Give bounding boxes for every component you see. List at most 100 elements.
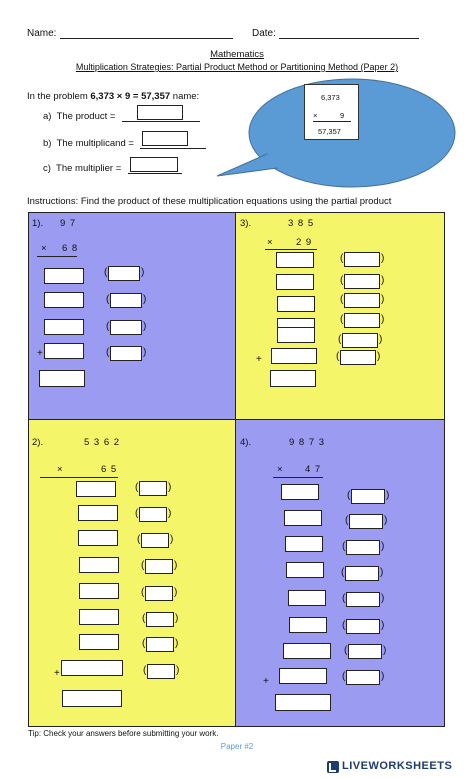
problem-3-breakdown-box-open-paren: ( <box>340 253 344 264</box>
name-field-line[interactable] <box>60 38 233 39</box>
problem-1-partial-box[interactable] <box>44 268 84 284</box>
problem-3-rule <box>265 249 317 250</box>
problem-1-breakdown-box[interactable] <box>110 346 142 361</box>
problem-2-breakdown-box-close-paren: ) <box>168 508 172 519</box>
problem-4-partial-box[interactable] <box>286 562 324 578</box>
problem-2-breakdown-box[interactable] <box>147 664 175 679</box>
problem-3-total-box[interactable] <box>270 370 316 387</box>
problem-2-breakdown-box[interactable] <box>146 612 174 627</box>
problem-4-partial-box[interactable] <box>279 668 327 684</box>
problem-1-breakdown-box-close-paren: ) <box>143 347 147 358</box>
problem-4-total-box[interactable] <box>275 694 331 711</box>
intro-sentence: In the problem 6,373 × 9 = 57,357 name: <box>27 91 199 102</box>
subject-title: Mathematics <box>210 49 264 60</box>
problem-4-breakdown-box[interactable] <box>346 670 380 685</box>
problem-2-breakdown-box[interactable] <box>139 481 167 496</box>
problem-2-breakdown-box-open-paren: ( <box>137 534 141 545</box>
problem-3-breakdown-box-open-paren: ( <box>340 275 344 286</box>
problem-2-partial-box[interactable] <box>79 609 119 625</box>
problem-1-partial-box[interactable] <box>44 319 84 335</box>
bubble-rule <box>313 121 351 122</box>
problem-2-breakdown-box-close-paren: ) <box>175 638 179 649</box>
problem-4-plus-sign: + <box>263 676 269 687</box>
watermark-text: LIVEWORKSHEETS <box>342 760 453 772</box>
problem-4-breakdown-box[interactable] <box>348 644 382 659</box>
problem-4-breakdown-box[interactable] <box>351 489 385 504</box>
problem-1-partial-box[interactable] <box>44 343 84 359</box>
product-answer-box[interactable] <box>137 105 183 120</box>
problem-3-breakdown-box[interactable] <box>340 350 376 365</box>
multiplier-answer-box[interactable] <box>130 157 178 172</box>
problem-2-breakdown-box[interactable] <box>139 507 167 522</box>
problem-3-partial-box[interactable] <box>276 252 314 268</box>
problem-3-partial-box[interactable] <box>277 296 315 312</box>
problem-1-total-box[interactable] <box>39 370 85 387</box>
problem-3-plus-sign: + <box>256 354 262 365</box>
problem-2-partial-box[interactable] <box>78 505 118 521</box>
problem-4-partial-box[interactable] <box>284 510 322 526</box>
problem-1-breakdown-box-open-paren: ( <box>106 321 110 332</box>
problem-1-breakdown-box[interactable] <box>110 293 142 308</box>
bubble-note-card: 6,373 × 9 57,357 <box>304 84 359 140</box>
problem-3-partial-box[interactable] <box>271 348 317 364</box>
problem-1-breakdown-box[interactable] <box>108 266 140 281</box>
problem-1-multiplier: 6 8 <box>62 243 79 254</box>
problem-4-breakdown-box-open-paren: ( <box>341 567 345 578</box>
problem-4-breakdown-box[interactable] <box>346 592 380 607</box>
problem-1-plus-sign: + <box>37 348 43 359</box>
problem-2-breakdown-box[interactable] <box>145 559 173 574</box>
question-a-label: The product = <box>56 111 116 122</box>
date-field-line[interactable] <box>279 38 419 39</box>
problem-3-breakdown-box-close-paren: ) <box>377 351 381 362</box>
instructions-text: Instructions: Find the product of these … <box>27 196 392 207</box>
problem-4-partial-box[interactable] <box>289 617 327 633</box>
problem-4-breakdown-box-open-paren: ( <box>342 671 346 682</box>
problem-4-breakdown-box-close-paren: ) <box>380 567 384 578</box>
problem-3-breakdown-box[interactable] <box>342 333 378 348</box>
problem-2-breakdown-box[interactable] <box>141 533 169 548</box>
problem-4-partial-box[interactable] <box>288 590 326 606</box>
problem-3-breakdown-box[interactable] <box>344 252 380 267</box>
problem-3-breakdown-box[interactable] <box>344 293 380 308</box>
problem-3-partial-box[interactable] <box>277 327 315 343</box>
problem-3-breakdown-box-close-paren: ) <box>381 314 385 325</box>
problem-4-partial-box[interactable] <box>281 484 319 500</box>
problem-2-breakdown-box-open-paren: ( <box>141 560 145 571</box>
problem-4-partial-box[interactable] <box>283 643 331 659</box>
question-b-label: The multiplicand = <box>56 138 134 149</box>
problem-2-breakdown-box[interactable] <box>145 586 173 601</box>
problem-2-breakdown-box-open-paren: ( <box>135 508 139 519</box>
problem-4-breakdown-box-close-paren: ) <box>381 593 385 604</box>
problem-3-breakdown-box-open-paren: ( <box>338 334 342 345</box>
problem-1-number: 1). <box>32 218 44 229</box>
problem-2-total-box[interactable] <box>62 690 122 707</box>
problem-2-breakdown-box[interactable] <box>146 637 174 652</box>
problem-4-breakdown-box[interactable] <box>346 540 380 555</box>
worksheet-subtitle: Multiplication Strategies: Partial Produ… <box>75 62 399 72</box>
bubble-multiplicand: 6,373 <box>321 93 340 102</box>
problem-2-partial-box[interactable] <box>78 530 118 546</box>
problem-3-breakdown-box[interactable] <box>344 313 380 328</box>
problem-2-partial-box[interactable] <box>76 481 116 497</box>
problem-3-multiplicand: 3 8 5 <box>288 218 315 229</box>
problem-2-partial-box[interactable] <box>79 583 119 599</box>
problem-4-breakdown-box[interactable] <box>349 514 383 529</box>
problem-4-times-sign: × <box>277 464 283 475</box>
problem-3-breakdown-box[interactable] <box>344 274 380 289</box>
question-c: c) The multiplier = <box>43 163 121 174</box>
problem-4-partial-box[interactable] <box>285 536 323 552</box>
page-footer: Paper #2 <box>220 742 254 751</box>
problem-1-partial-box[interactable] <box>44 292 84 308</box>
problem-2-partial-box[interactable] <box>61 660 123 676</box>
problem-2-partial-box[interactable] <box>79 634 119 650</box>
problem-1-breakdown-box[interactable] <box>110 320 142 335</box>
problem-4-breakdown-box[interactable] <box>346 619 380 634</box>
problem-2-partial-box[interactable] <box>79 557 119 573</box>
problem-4-breakdown-box[interactable] <box>345 566 379 581</box>
problem-4-cell <box>235 419 445 727</box>
problem-4-multiplicand: 9 8 7 3 <box>289 437 326 448</box>
problem-3-breakdown-box-close-paren: ) <box>381 275 385 286</box>
multiplicand-answer-box[interactable] <box>142 131 188 146</box>
problem-3-partial-box[interactable] <box>276 274 314 290</box>
question-b-letter: b) <box>43 138 52 149</box>
